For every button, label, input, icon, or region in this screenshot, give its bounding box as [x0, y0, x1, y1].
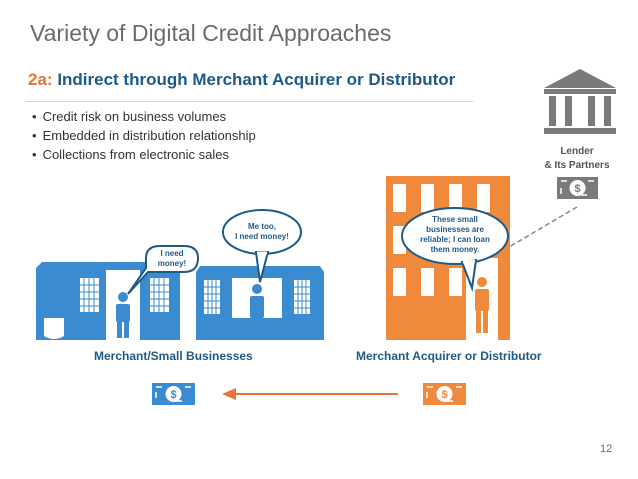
svg-text:$: $	[574, 183, 580, 195]
cash-bill-icon: $	[557, 177, 598, 199]
merchant-shop	[36, 262, 180, 340]
page-number: 12	[600, 443, 613, 455]
bubble-line: I need	[160, 249, 184, 258]
lender-label-line2: & Its Partners	[544, 160, 610, 171]
bubble-line: reliable; I can loan	[420, 235, 490, 244]
svg-text:$: $	[441, 389, 447, 401]
speech-bubble	[401, 207, 509, 292]
acquirer-caption: Merchant Acquirer or Distributor	[356, 349, 542, 363]
person-icon	[475, 277, 489, 333]
subtitle-text: Indirect through Merchant Acquirer or Di…	[57, 70, 456, 89]
bullet-item: Embedded in distribution relationship	[34, 126, 256, 145]
bubble-line: These small	[432, 215, 478, 224]
merchant-caption: Merchant/Small Businesses	[94, 349, 253, 363]
title-divider	[26, 101, 473, 102]
bubble-line: them money.	[430, 245, 480, 254]
bubble-text-acquirer: These small businesses are reliable; I c…	[408, 215, 502, 255]
svg-text:$: $	[170, 389, 176, 401]
bubble-line: money!	[157, 259, 187, 268]
bubble-line: businesses are	[426, 225, 484, 234]
speech-bubble	[127, 245, 200, 295]
slide-subtitle: 2a: Indirect through Merchant Acquirer o…	[28, 70, 455, 90]
bullet-item: Collections from electronic sales	[34, 145, 256, 164]
speech-bubble	[222, 209, 302, 283]
bubble-line: I need money!	[235, 232, 289, 241]
person-icon	[116, 292, 130, 338]
lender-label-line1: Lender	[560, 146, 594, 157]
person-icon	[250, 284, 264, 318]
bubble-text-need-money: I need money!	[146, 249, 198, 269]
slide-title: Variety of Digital Credit Approaches	[30, 20, 392, 46]
bubble-line: Me too,	[248, 222, 276, 231]
bank-building-icon	[544, 69, 616, 134]
cash-bill-icon: $	[152, 383, 195, 405]
arrow-left-icon	[222, 388, 398, 400]
cash-bill-icon: $	[423, 383, 466, 405]
subtitle-prefix: 2a:	[28, 70, 53, 89]
bullet-item: Credit risk on business volumes	[34, 107, 256, 126]
window-grid-icon	[80, 278, 169, 312]
window-grid-icon	[204, 280, 310, 314]
bullet-list: Credit risk on business volumes Embedded…	[22, 107, 256, 164]
bubble-text-me-too: Me too, I need money!	[223, 222, 301, 242]
lender-label: Lender & Its Partners	[536, 145, 618, 173]
